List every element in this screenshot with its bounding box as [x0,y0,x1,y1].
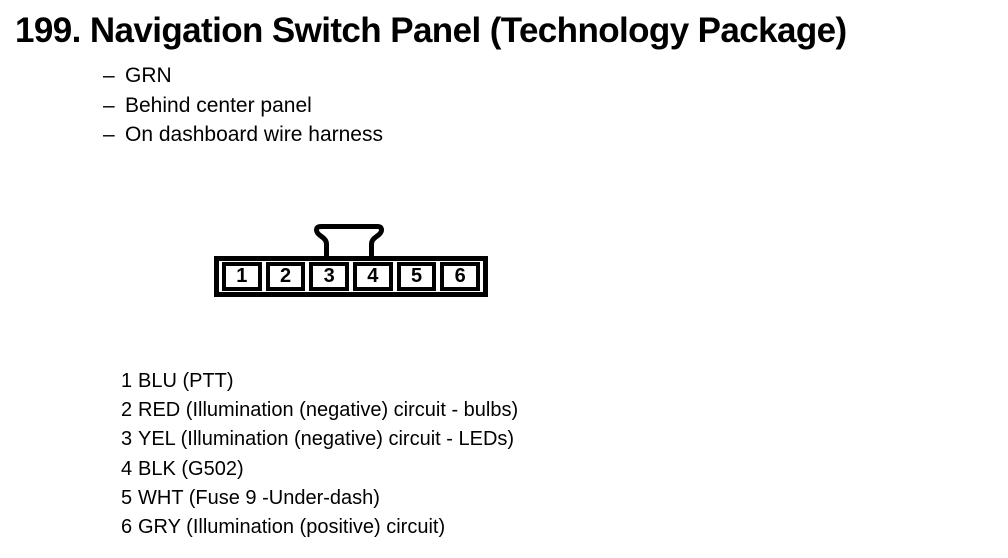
pin-description: RED (Illumination (negative) circuit - b… [138,399,519,422]
pin-number: 3 [121,428,133,451]
pin-row: 2 RED (Illumination (negative) circuit -… [121,396,518,425]
pin-description: BLK (G502) [138,457,244,480]
connector-cavity-5: 5 [396,262,437,291]
pin-number: 2 [121,399,133,422]
pin-row: 6 GRY (Illumination (positive) circuit) [121,513,518,542]
pin-description: GRY (Illumination (positive) circuit) [138,516,446,539]
pin-row: 1 BLU (PTT) [121,367,518,396]
connector-cavity-3: 3 [309,262,350,291]
pin-description: WHT (Fuse 9 -Under-dash) [138,486,380,509]
cavity-number: 2 [279,265,292,287]
pin-row: 5 WHT (Fuse 9 -Under-dash) [121,484,518,513]
pin-row: 4 BLK (G502) [121,455,518,484]
note-line: – Behind center panel [103,91,383,121]
pin-description: YEL (Illumination (negative) circuit - L… [138,428,515,451]
pin-number: 1 [121,370,133,392]
connector-body: 1 2 3 4 5 6 [214,256,488,297]
note-dash: – [103,64,115,87]
note-text: Behind center panel [125,93,312,117]
pin-number: 5 [121,486,133,509]
note-line: – GRN [103,61,383,91]
note-dash: – [103,93,115,117]
cavity-number: 6 [454,265,466,287]
connector-cavity-1: 1 [222,262,262,291]
notes-list: – GRN – Behind center panel – On dashboa… [103,61,383,150]
pin-description: BLU (PTT) [138,370,234,392]
cavity-number: 4 [367,265,379,287]
cavity-number: 3 [323,265,335,287]
cavity-number: 5 [410,265,423,287]
note-dash: – [103,123,115,146]
connector-cavity-6: 6 [440,262,481,291]
pin-number: 4 [121,457,133,480]
pin-row: 3 YEL (Illumination (negative) circuit -… [121,425,518,454]
note-line: – On dashboard wire harness [103,120,383,150]
pin-number: 6 [121,516,133,539]
connector-cavity-4: 4 [353,262,393,291]
connector-cavity-2: 2 [265,262,306,291]
note-text: GRN [125,64,172,87]
page-title: 199. Navigation Switch Panel (Technology… [15,11,847,50]
cavity-number: 1 [236,265,248,287]
note-text: On dashboard wire harness [125,123,383,146]
pin-list: 1 BLU (PTT) 2 RED (Illumination (negativ… [121,367,518,542]
connector-latch-tab-icon [314,224,384,261]
